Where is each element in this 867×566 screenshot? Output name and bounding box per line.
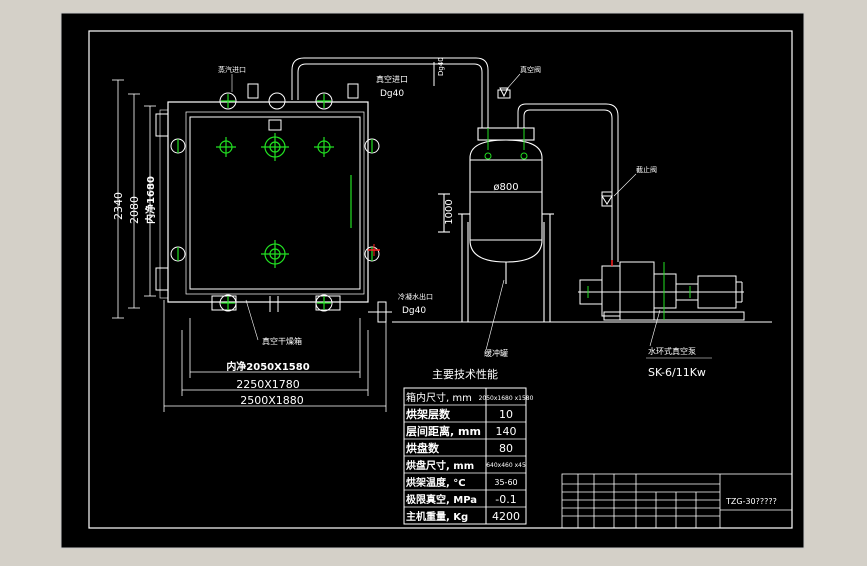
spec-row-value: 4200 (492, 510, 520, 523)
vacuum-pump (578, 261, 745, 321)
condenser-tank (438, 127, 554, 322)
dim-height-outer: 2340 (112, 192, 125, 220)
label-shutoff-valve: 截止阀 (636, 165, 657, 174)
dim-height-inner: 内净1680 (144, 176, 157, 224)
drawing-number: TZG-30????? (725, 497, 777, 506)
spec-table: 箱内尺寸, mm 2050x1680 x1580 烘架层数 10 层间距离, m… (403, 387, 534, 525)
drawing-border (88, 30, 793, 529)
spec-row-name: 烘架层数 (406, 407, 451, 421)
label-pump-model: SK-6/11Kw (648, 366, 706, 379)
vacuum-piping (291, 57, 619, 262)
label-dg40-vertical: Dg40 (437, 57, 445, 76)
spec-row-name: 烘盘尺寸, mm (406, 459, 474, 472)
dim-width-mid: 2250X1780 (236, 378, 300, 391)
spec-row-name: 层间距离, mm (405, 424, 481, 438)
dim-height-mid: 2080 (128, 196, 141, 224)
dim-width-inner: 内净2050X1580 (226, 360, 309, 373)
dim-width-outer: 2500X1880 (240, 394, 304, 407)
label-vent-valve: 真空阀 (520, 65, 541, 74)
spec-row-name: 极限真空, MPa (406, 493, 477, 506)
spec-row-value: 80 (499, 442, 513, 455)
spec-row-value: 140 (496, 425, 517, 438)
spec-row-value: 35-60 (494, 478, 517, 487)
label-dg40-drain: Dg40 (402, 306, 426, 316)
label-oven-name: 真空干燥箱 (262, 336, 302, 346)
label-pump-name: 水环式真空泵 (648, 346, 696, 356)
spec-row-name: 主机重量, Kg (406, 510, 468, 523)
spec-row-name: 烘架温度, °C (406, 476, 466, 489)
label-dg40-top: Dg40 (380, 89, 404, 99)
label-receiver: 缓冲罐 (484, 348, 508, 358)
label-drain: 冷凝水出口 (398, 292, 433, 301)
label-steam-inlet: 蒸汽进口 (218, 65, 246, 74)
title-block (561, 473, 793, 529)
spec-row-value: -0.1 (495, 493, 516, 506)
spec-row-value: 10 (499, 408, 513, 421)
label-vacuum-inlet: 真空进口 (376, 74, 408, 84)
spec-row-name: 烘盘数 (406, 441, 440, 455)
pump-flanges (587, 262, 691, 320)
spec-row-value: 640x460 x45 (486, 462, 526, 469)
label-condenser-diameter: ø800 (493, 182, 518, 193)
vacuum-oven (155, 83, 392, 323)
condenser-nozzles (484, 128, 528, 160)
spec-title: 主要技术性能 (432, 367, 498, 381)
spec-row-name: 箱内尺寸, mm (406, 391, 472, 404)
label-condenser-height: 1000 (444, 199, 455, 224)
oven-dimensions (112, 79, 387, 412)
spec-row-value: 2050x1680 x1580 (479, 395, 534, 402)
